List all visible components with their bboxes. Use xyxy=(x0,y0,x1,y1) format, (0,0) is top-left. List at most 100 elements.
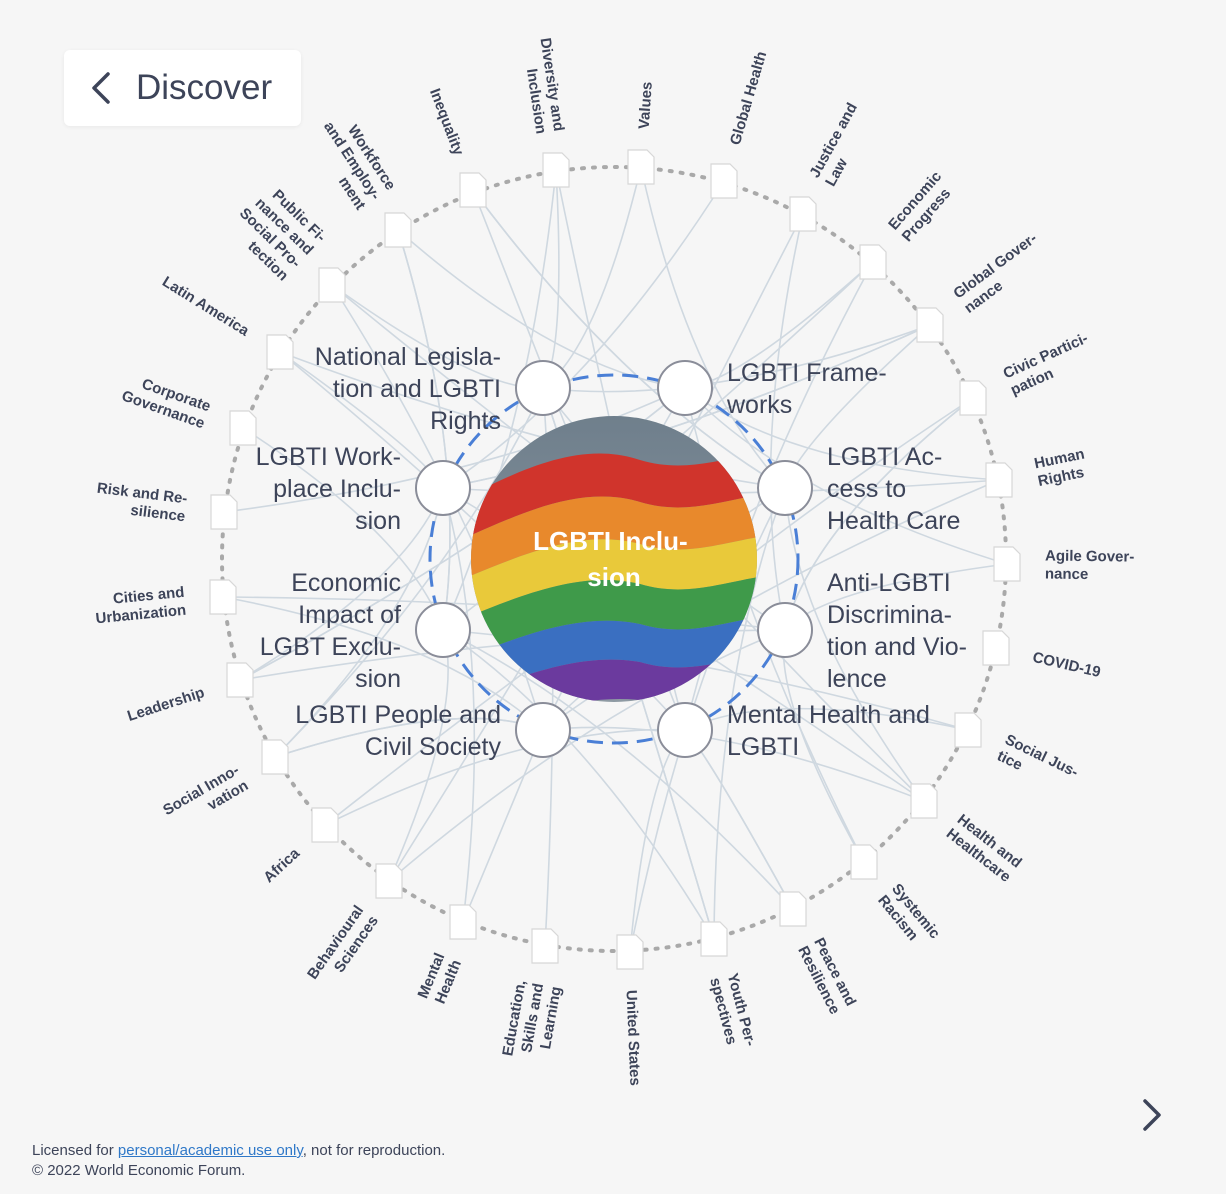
topic-label-line: Global Health xyxy=(727,49,770,147)
topic-node[interactable]: COVID-19 xyxy=(982,630,1102,681)
topic-label-line: Inequality xyxy=(426,86,467,158)
topic-label: Africa xyxy=(260,844,303,886)
topic-node[interactable]: Education,Skills andLearning xyxy=(499,928,565,1064)
key-issue-label-line: LGBTI People and xyxy=(295,701,501,729)
center-title-line-2: sion xyxy=(587,562,640,592)
connection-line xyxy=(784,487,925,802)
topic-label: Risk and Re-silience xyxy=(94,480,188,526)
document-icon xyxy=(959,380,987,416)
topic-node[interactable]: Civic Partici-pation xyxy=(959,330,1098,416)
topic-node[interactable]: Public Fi-nance andSocial Pro-tection xyxy=(223,179,346,303)
topic-label: Global Gover-nance xyxy=(950,230,1051,317)
license-line: Licensed for personal/academic use only,… xyxy=(32,1141,445,1161)
connection-line xyxy=(397,229,686,389)
connection-line xyxy=(713,487,786,940)
topic-node[interactable]: Agile Gover-nance xyxy=(993,546,1135,584)
topic-node[interactable]: EconomicProgress xyxy=(859,168,959,280)
topic-node[interactable]: Social Jus-tice xyxy=(954,712,1081,797)
topic-label-line: Africa xyxy=(260,844,303,886)
key-issue-label: LGBTI Work-place Inclu-sion xyxy=(256,443,401,535)
topic-node[interactable]: Africa xyxy=(260,807,339,886)
topic-label: Agile Gover-nance xyxy=(1045,547,1135,583)
topic-node[interactable]: Cities andUrbanization xyxy=(93,579,237,627)
key-issue-label-line: works xyxy=(726,391,792,419)
document-icon xyxy=(710,163,738,199)
topic-node[interactable]: SystemicRacism xyxy=(850,844,943,954)
document-icon xyxy=(542,152,570,188)
back-button-label: Discover xyxy=(136,68,273,107)
connection-line xyxy=(640,166,786,489)
connection-line xyxy=(274,387,544,758)
key-issue-label-line: lence xyxy=(827,665,887,693)
topic-label: Justice andLaw xyxy=(806,100,876,189)
document-icon xyxy=(384,212,412,248)
document-icon xyxy=(229,410,257,446)
connection-line xyxy=(331,284,544,731)
key-issue-node[interactable]: LGBTI Frame-works xyxy=(657,359,887,419)
key-issue-node[interactable]: LGBTI Work-place Inclu-sion xyxy=(256,443,471,535)
topic-node[interactable]: BehaviouralSciences xyxy=(304,863,403,993)
document-icon xyxy=(627,149,655,185)
back-button[interactable]: Discover xyxy=(64,50,301,126)
document-icon xyxy=(616,934,644,970)
document-icon xyxy=(859,244,887,280)
next-button[interactable] xyxy=(1128,1090,1174,1140)
license-link[interactable]: personal/academic use only xyxy=(117,1142,303,1159)
topic-label: Health andHealthcare xyxy=(943,811,1025,886)
topic-node[interactable]: MentalHealth xyxy=(414,904,477,1008)
center-node[interactable]: LGBTI Inclu- sion xyxy=(460,416,780,740)
document-icon xyxy=(779,891,807,927)
circle-node-icon xyxy=(757,460,813,516)
topic-node[interactable]: Peace andResilience xyxy=(779,891,859,1017)
circle-node-icon xyxy=(515,702,571,758)
circle-node-icon xyxy=(415,460,471,516)
document-icon xyxy=(982,630,1010,666)
document-icon xyxy=(261,739,289,775)
topic-node[interactable]: Justice andLaw xyxy=(789,100,877,232)
topic-node[interactable]: Leadership xyxy=(125,662,254,725)
topic-label-line: nance xyxy=(1045,565,1089,583)
topic-node[interactable]: CorporateGovernance xyxy=(119,370,257,446)
topic-label: Diversity andInclusion xyxy=(519,37,568,135)
key-issue-label-line: place Inclu- xyxy=(273,475,401,503)
key-issue-label-line: tion and LGBTI xyxy=(333,375,501,403)
document-icon xyxy=(449,904,477,940)
topic-node[interactable]: Health andHealthcare xyxy=(910,783,1025,886)
topic-node[interactable]: United States xyxy=(616,934,644,1086)
document-icon xyxy=(916,307,944,343)
document-icon xyxy=(226,662,254,698)
license-suffix: , not for reproduction. xyxy=(302,1142,446,1159)
connection-line xyxy=(442,169,557,631)
key-issue-label-line: LGBTI xyxy=(727,733,799,761)
topic-label-line: Cities and xyxy=(112,584,185,608)
topic-node[interactable]: Inequality xyxy=(426,86,487,208)
topic-node[interactable]: Social Inno-vation xyxy=(160,739,289,835)
topic-node[interactable]: Values xyxy=(627,81,656,185)
key-issue-label-line: LGBTI Frame- xyxy=(727,359,887,387)
connection-line xyxy=(629,487,786,953)
topic-node[interactable]: Global Gover-nance xyxy=(916,230,1051,343)
topic-node[interactable]: Latin America xyxy=(159,273,294,370)
topic-label: SystemicRacism xyxy=(874,880,943,953)
topic-label-line: United States xyxy=(623,990,644,1086)
topic-node[interactable]: Diversity andInclusion xyxy=(519,37,570,188)
topic-node[interactable]: Youth Per-spectives xyxy=(700,921,759,1053)
topic-label: Workforceand Employ-ment xyxy=(305,109,399,213)
topic-node[interactable]: Risk and Re-silience xyxy=(94,480,238,530)
topic-node[interactable]: HumanRights xyxy=(985,445,1090,498)
document-icon xyxy=(459,172,487,208)
topic-label: Global Health xyxy=(727,49,770,147)
chevron-left-icon xyxy=(92,72,110,104)
connection-line xyxy=(397,229,451,631)
topic-node[interactable]: Global Health xyxy=(710,49,770,199)
